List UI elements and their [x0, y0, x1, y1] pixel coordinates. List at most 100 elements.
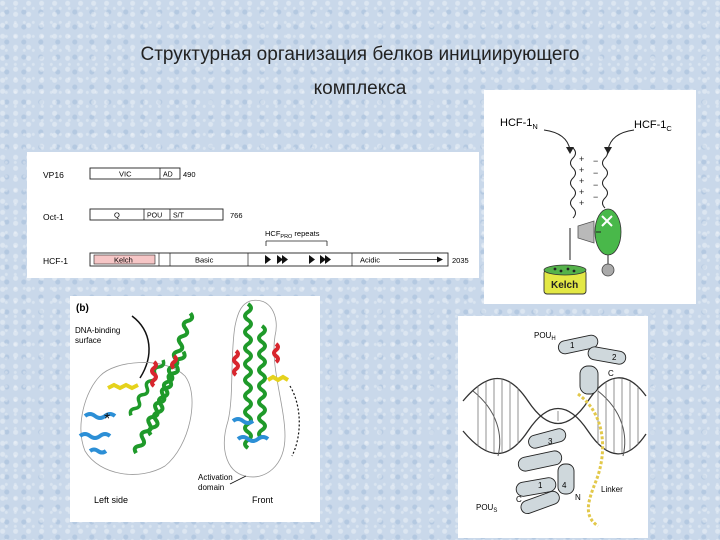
svg-text:+: +: [579, 198, 584, 208]
pous-label: POUS: [476, 503, 497, 514]
domain-diagram: VP16 VIC AD 490 Oct-1 Q POU S/T 766 HCFP…: [43, 167, 469, 267]
dna-backbone-2: [462, 407, 647, 455]
vp16-label: VP16: [43, 170, 64, 180]
right-green-helix-2: [257, 324, 267, 440]
linker-label: Linker: [601, 485, 623, 494]
left-side-caption: Left side: [94, 495, 128, 505]
dna-binding-label-line-2: surface: [75, 336, 102, 345]
hcf-c-gray-ball: [601, 263, 615, 277]
pous-terminal-helix: [520, 490, 560, 515]
dna-binding-label-line-1: DNA-binding: [75, 326, 120, 335]
hcf-n-arrowhead: [566, 147, 574, 154]
hcf1-repeat-arrows: [265, 255, 331, 264]
front-caption: Front: [252, 495, 274, 505]
hcf-association-panel: HCF-1N HCF-1C + + + + + − − − −: [484, 90, 696, 304]
dna-binding-surface-arc: [131, 315, 150, 379]
oct1-pou-label: POU: [147, 213, 162, 220]
dna-groove-1: [472, 390, 501, 457]
svg-text:−: −: [593, 180, 598, 190]
hcf1-end-label: 2035: [452, 256, 469, 265]
hcf1-acidic-arrowhead: [437, 256, 443, 263]
oct1-label: Oct-1: [43, 212, 64, 222]
hcf1-basic-label: Basic: [195, 256, 214, 265]
hcf1-acidic-label: Acidic: [360, 256, 380, 265]
right-red-helix-1: [232, 349, 240, 377]
domain-diagram-panel: VP16 VIC AD 490 Oct-1 Q POU S/T 766 HCFP…: [27, 152, 479, 278]
hcf-association-diagram: HCF-1N HCF-1C + + + + + − − − −: [500, 117, 672, 295]
hcf-n-wavy-chain: [570, 147, 576, 219]
left-blue-helix-3: [88, 447, 108, 455]
pou-dna-diagram: POUH 1 2 C 3 1 4 C N POUS Linker: [462, 331, 647, 528]
svg-text:−: −: [593, 168, 598, 178]
kelch-domain-top: [543, 264, 587, 276]
hcf-c-domain-mark: [601, 215, 613, 227]
panel-b-label: (b): [76, 303, 89, 314]
pous-c-label: C: [516, 495, 522, 504]
hcf-c-label: HCF-1C: [634, 119, 672, 133]
hcf-minus-charges: − − − −: [593, 156, 598, 202]
dna-base-pairs: [477, 379, 639, 453]
hcf-plus-charges: + + + + +: [579, 154, 584, 208]
pous-helix-2: [517, 450, 563, 472]
hcf-c-wavy-chain: [602, 147, 608, 209]
left-red-helix-2: [170, 354, 178, 370]
pous-helix-1-number: 1: [538, 481, 543, 490]
slide-title-line-1: Структурная организация белков инициирую…: [140, 44, 580, 65]
left-blue-helix-2: [78, 432, 112, 440]
right-yellow-strand: [266, 374, 290, 383]
activation-domain-label-line-2: domain: [198, 483, 224, 492]
hcf1-label: HCF-1: [43, 256, 68, 266]
right-dashed-loop: [289, 385, 300, 457]
pous-n-label: N: [575, 493, 581, 502]
pouh-helix-1: [557, 334, 599, 355]
hcf1-kelch-label: Kelch: [114, 256, 133, 265]
right-blue-helix-2: [236, 435, 270, 443]
right-green-helix-1: [243, 302, 253, 450]
pouh-helix-3: [579, 365, 599, 395]
right-structure-outline: [224, 299, 286, 478]
oct1-st-label: S/T: [173, 213, 185, 220]
left-green-helix-2: [132, 350, 187, 455]
slide-title-line-2: комплекса: [313, 78, 407, 99]
left-yellow-strand: [107, 382, 139, 391]
svg-text:+: +: [579, 165, 584, 175]
pouh-c-label: C: [608, 369, 614, 378]
activation-domain-label-line-1: Activation: [198, 473, 233, 482]
pouh-helix-1-number: 1: [570, 341, 575, 350]
pouh-helix-2: [587, 346, 627, 365]
structure-ribbon-diagrams: (b) DNA-binding surface * Left side Acti…: [75, 299, 300, 505]
pou-linker: [577, 392, 605, 528]
vp16-vic-label: VIC: [119, 170, 132, 179]
oct1-end-label: 766: [230, 211, 243, 220]
oct1-bar: [89, 208, 224, 221]
hcf1-kelch-domain: [93, 254, 156, 265]
activation-domain-pointer: [229, 475, 247, 485]
pou-dna-panel: POUH 1 2 C 3 1 4 C N POUS Linker: [458, 316, 648, 538]
right-red-helix-2: [272, 342, 280, 364]
left-star-marker: *: [104, 411, 110, 428]
left-blue-helix-1: [83, 412, 117, 420]
hcf-repeats-label: HCFPRO repeats: [265, 229, 320, 240]
svg-text:+: +: [579, 154, 584, 164]
vp16-ad-label: AD: [163, 172, 173, 179]
svg-text:−: −: [593, 192, 598, 202]
dna-groove-2: [597, 390, 626, 457]
pous-helix-1: [515, 477, 557, 497]
structure-panel: (b) DNA-binding surface * Left side Acti…: [70, 296, 320, 522]
oct1-q-label: Q: [114, 211, 120, 220]
pouh-label: POUH: [534, 331, 556, 342]
kelch-surface-dots: [553, 267, 576, 273]
hcf-n-gray-funnel: [577, 220, 595, 244]
svg-text:+: +: [579, 187, 584, 197]
svg-text:+: +: [579, 176, 584, 186]
hcf-n-label: HCF-1N: [500, 117, 538, 131]
left-red-helix: [150, 360, 158, 388]
pous-helix-3-number: 3: [548, 437, 553, 446]
pous-helix-4-number: 4: [562, 481, 567, 490]
pous-helix-4: [557, 463, 575, 495]
pouh-helix-2-number: 2: [612, 353, 617, 362]
vp16-bar: [89, 167, 181, 180]
svg-text:−: −: [593, 156, 598, 166]
kelch-label: Kelch: [551, 280, 578, 291]
vp16-end-label: 490: [183, 170, 196, 179]
